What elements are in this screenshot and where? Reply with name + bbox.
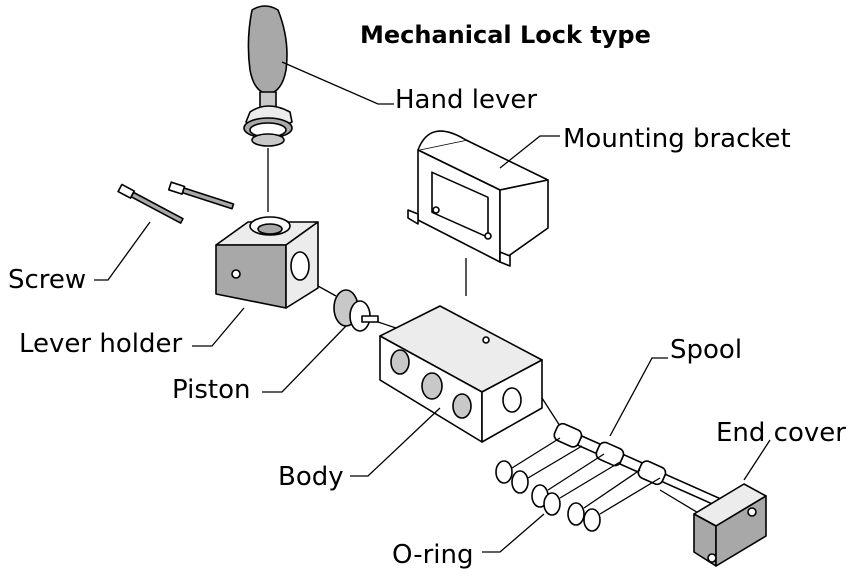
label-hand-lever: Hand lever [395, 85, 537, 115]
piston-part [317, 285, 397, 332]
label-piston: Piston [172, 375, 250, 405]
label-end-cover: End cover [716, 418, 846, 448]
label-mounting-bracket: Mounting bracket [563, 124, 791, 154]
label-spool: Spool [670, 335, 742, 365]
mounting-bracket-part [407, 130, 549, 296]
body-part [379, 305, 561, 443]
lever-holder-part [215, 216, 319, 309]
hand-lever-part [243, 5, 293, 212]
leader-lines [94, 61, 771, 553]
label-o-ring: O-ring [392, 540, 473, 570]
o-ring-part [495, 437, 661, 532]
label-screw: Screw [8, 265, 86, 295]
spool-part [553, 422, 722, 515]
end-cover-part [693, 483, 767, 567]
label-body: Body [278, 462, 344, 492]
label-lever-holder: Lever holder [19, 329, 182, 359]
diagram-title: Mechanical Lock type [360, 21, 651, 49]
screw-part [117, 181, 235, 224]
